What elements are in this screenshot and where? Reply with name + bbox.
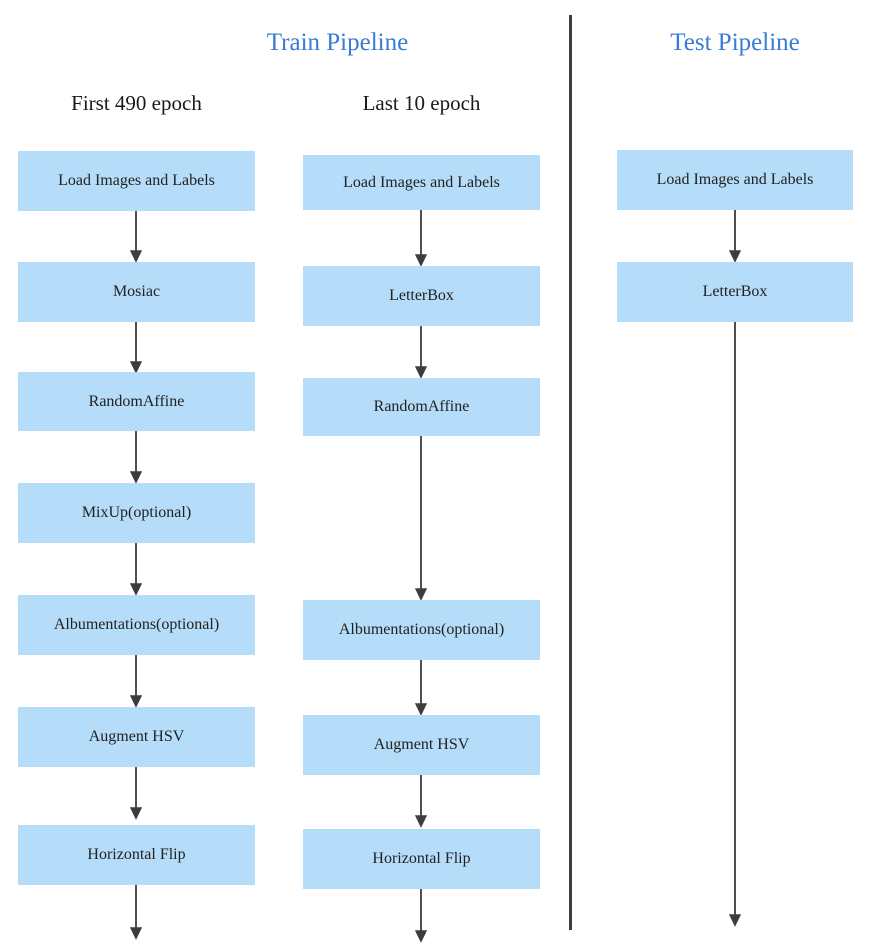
node-label: RandomAffine [88, 392, 185, 410]
phase-label-last-10-epoch: Last 10 epoch [362, 91, 481, 115]
train-pipeline-title: Train Pipeline [266, 29, 409, 56]
node-first490-albumentations-optional[interactable]: Albumentations(optional) [18, 595, 255, 655]
pipeline-divider [569, 15, 572, 930]
node-label: Horizontal Flip [372, 850, 471, 868]
node-label: Augment HSV [373, 736, 470, 754]
node-label: Augment HSV [88, 728, 185, 746]
phase-label-first-490-epoch: First 490 epoch [71, 91, 202, 115]
node-label: Load Images and Labels [58, 172, 215, 190]
node-label: Horizontal Flip [87, 846, 186, 864]
node-last10-horizontal-flip[interactable]: Horizontal Flip [303, 829, 540, 889]
node-label: Load Images and Labels [343, 173, 500, 191]
node-label: Load Images and Labels [656, 171, 814, 189]
node-first490-mixup-optional[interactable]: MixUp(optional) [18, 483, 255, 543]
node-test-letterbox[interactable]: LetterBox [617, 262, 853, 322]
node-label: Albumentations(optional) [53, 616, 220, 634]
node-first490-randomaffine[interactable]: RandomAffine [18, 372, 255, 431]
node-first490-mosiac[interactable]: Mosiac [18, 262, 255, 322]
node-first490-augment-hsv[interactable]: Augment HSV [18, 707, 255, 767]
node-last10-albumentations-optional[interactable]: Albumentations(optional) [303, 600, 540, 660]
node-label: LetterBox [389, 287, 454, 305]
node-test-load-images-and-labels[interactable]: Load Images and Labels [617, 150, 853, 210]
node-last10-randomaffine[interactable]: RandomAffine [303, 378, 540, 436]
node-last10-letterbox[interactable]: LetterBox [303, 266, 540, 326]
node-label: Mosiac [112, 283, 161, 301]
node-label: LetterBox [702, 283, 768, 301]
node-label: MixUp(optional) [81, 504, 192, 522]
node-label: Albumentations(optional) [338, 621, 505, 639]
node-last10-load-images-and-labels[interactable]: Load Images and Labels [303, 155, 540, 210]
node-first490-horizontal-flip[interactable]: Horizontal Flip [18, 825, 255, 885]
node-label: RandomAffine [373, 398, 470, 416]
node-first490-load-images-and-labels[interactable]: Load Images and Labels [18, 151, 255, 211]
test-pipeline-title: Test Pipeline [670, 29, 800, 56]
node-last10-augment-hsv[interactable]: Augment HSV [303, 715, 540, 775]
